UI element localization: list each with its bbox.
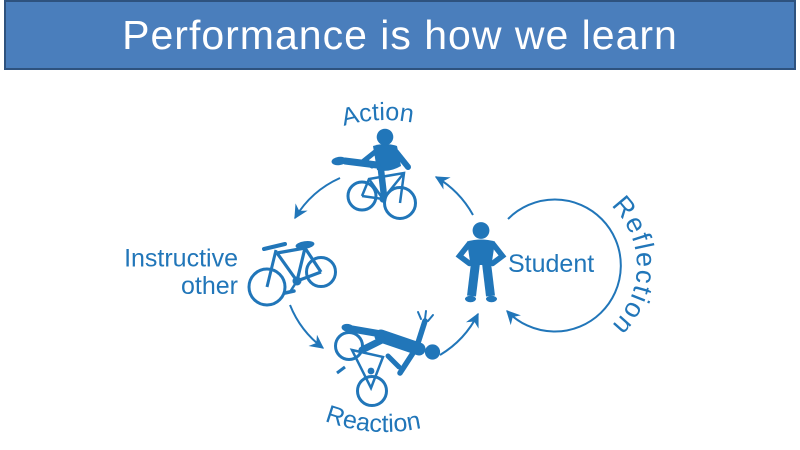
standing-person-icon	[455, 222, 507, 303]
title-bar: Performance is how we learn	[4, 0, 796, 70]
reflection-label-text: Reflection	[606, 190, 659, 343]
bicycle-icon	[247, 241, 337, 307]
reflection-label: Reflection	[606, 190, 661, 343]
action-label-text: Action	[339, 98, 416, 132]
arrow-instructive-other-to-reaction	[289, 304, 325, 349]
trick-cyclist-icon	[331, 128, 417, 220]
action-label: Action	[339, 98, 416, 132]
arrow-action-to-instructive-other	[294, 177, 341, 220]
instructive-other-label-line1: Instructive	[124, 245, 238, 273]
arrow-student-to-action	[434, 176, 474, 216]
student-label: Student	[508, 250, 594, 278]
slide-title: Performance is how we learn	[122, 11, 678, 58]
arrow-reaction-to-student	[439, 312, 479, 356]
reflection-loop-arrow	[506, 198, 622, 333]
instructive-other-label-line2: other	[181, 272, 238, 300]
falling-cyclist-icon	[334, 310, 441, 407]
